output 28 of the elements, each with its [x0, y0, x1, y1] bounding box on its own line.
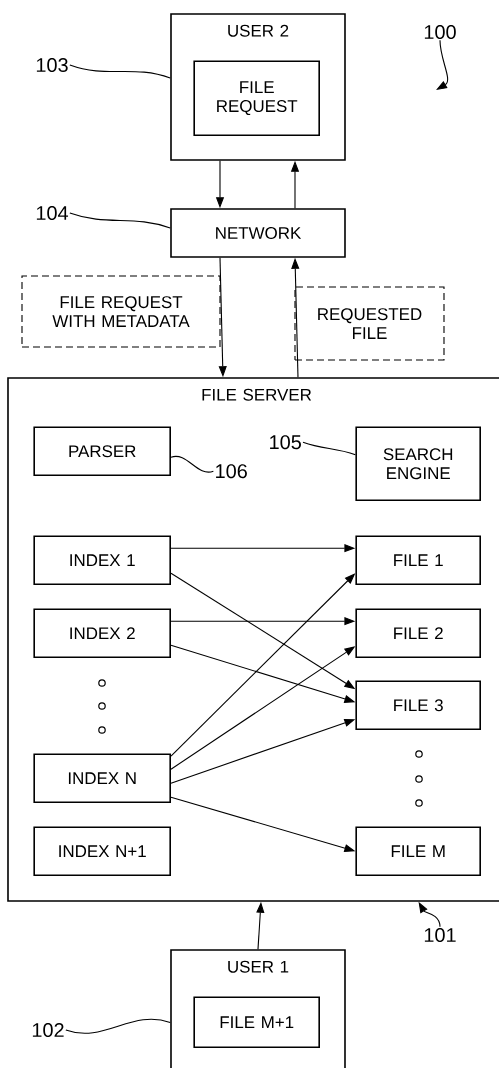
leader-line	[65, 1018, 171, 1034]
network-box: NETWORK	[170, 208, 346, 258]
process-box: FILE 3	[355, 680, 481, 730]
process-box: FILE M+1	[193, 996, 320, 1048]
callout-number: 104	[36, 205, 69, 221]
leader-line	[69, 64, 171, 79]
leader-line	[69, 212, 171, 229]
process-box: INDEX 2	[33, 608, 171, 658]
process-box: FILE REQUEST	[193, 60, 320, 136]
process-box: FILE 2	[355, 608, 481, 658]
process-box: FILE M	[355, 826, 481, 876]
process-box: INDEX N	[33, 753, 171, 803]
leader-line	[170, 455, 214, 473]
leader-line	[436, 39, 449, 90]
process-box: INDEX N+1	[33, 826, 171, 876]
process-box: SEARCH ENGINE	[355, 426, 481, 501]
callout-number: 102	[32, 1022, 64, 1038]
leader-line	[302, 441, 356, 456]
callout-number: 101	[424, 927, 456, 943]
callout-number: 103	[36, 57, 68, 73]
process-box: PARSER	[33, 426, 171, 476]
process-box: FILE 1	[355, 535, 481, 585]
callout-number: 100	[424, 24, 456, 40]
callout-number: 105	[270, 435, 301, 450]
message-box: FILE REQUEST WITH METADATA	[21, 275, 221, 348]
process-box: INDEX 1	[33, 535, 171, 585]
message-box: REQUESTED FILE	[294, 286, 445, 361]
callout-number: 106	[216, 464, 247, 479]
